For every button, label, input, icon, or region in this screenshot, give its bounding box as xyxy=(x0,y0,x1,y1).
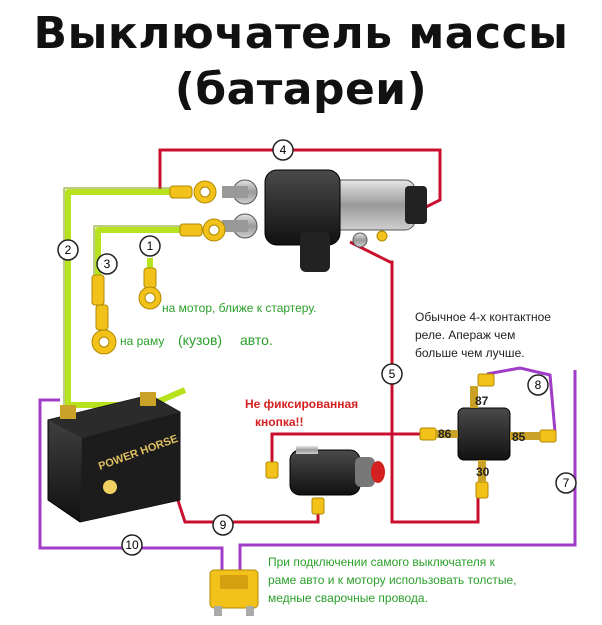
marker-10: 10 xyxy=(121,534,143,556)
svg-text:2: 2 xyxy=(65,243,72,257)
bottom-note-1: При подключении самого выключателя к xyxy=(268,555,496,569)
battery-disconnect-switch xyxy=(222,169,427,272)
relay-pin-30: 30 xyxy=(476,465,490,479)
wire-10 xyxy=(38,398,224,575)
relay-note-2: реле. Апераж чем xyxy=(415,328,515,342)
svg-text:1: 1 xyxy=(147,239,154,253)
svg-text:7: 7 xyxy=(563,476,570,490)
wire-2 xyxy=(65,189,192,405)
relay xyxy=(436,386,540,482)
svg-text:9: 9 xyxy=(220,518,227,532)
svg-text:4: 4 xyxy=(280,143,287,157)
green-wires xyxy=(65,189,200,408)
marker-1: 1 xyxy=(139,235,161,257)
wire-button-86 xyxy=(270,432,392,468)
push-button xyxy=(289,446,385,496)
number-markers: 1 2 3 4 5 7 8 9 10 xyxy=(57,139,577,556)
wire-7-10 xyxy=(238,370,577,575)
terminals xyxy=(91,180,557,515)
button-note-2: кнопка!! xyxy=(255,415,304,429)
fuse xyxy=(209,569,259,616)
button-note-1: Не фиксированная xyxy=(245,397,358,411)
marker-4: 4 xyxy=(272,139,294,161)
svg-text:8: 8 xyxy=(535,378,542,392)
marker-7: 7 xyxy=(555,472,577,494)
bottom-note-3: медные сварочные провода. xyxy=(268,591,428,605)
marker-3: 3 xyxy=(96,253,118,275)
battery: POWER HORSE xyxy=(47,392,181,523)
frame-note-prefix: на раму xyxy=(120,334,164,348)
svg-text:3: 3 xyxy=(104,257,111,271)
wire-5 xyxy=(349,240,480,524)
diagram-title-line2: (батареи) xyxy=(174,64,428,115)
relay-pin-87: 87 xyxy=(475,394,489,408)
wire-4 xyxy=(158,148,442,216)
svg-text:5: 5 xyxy=(389,367,396,381)
relay-note-1: Обычное 4-х контактное xyxy=(415,310,551,324)
frame-note-suffix: авто. xyxy=(240,332,273,348)
marker-8: 8 xyxy=(527,374,549,396)
marker-9: 9 xyxy=(212,514,234,536)
marker-5: 5 xyxy=(381,363,403,385)
relay-pin-86: 86 xyxy=(438,427,452,441)
motor-note: на мотор, ближе к стартеру. xyxy=(162,301,316,315)
relay-pin-85: 85 xyxy=(512,430,526,444)
frame-note-paren: (кузов) xyxy=(178,332,222,348)
marker-2: 2 xyxy=(57,239,79,261)
relay-note-3: больше чем лучше. xyxy=(415,346,525,360)
svg-text:10: 10 xyxy=(125,538,139,552)
diagram-title-line1: Выключатель массы xyxy=(33,8,569,59)
bottom-note-2: раме авто и к мотору использовать толсты… xyxy=(268,573,517,587)
